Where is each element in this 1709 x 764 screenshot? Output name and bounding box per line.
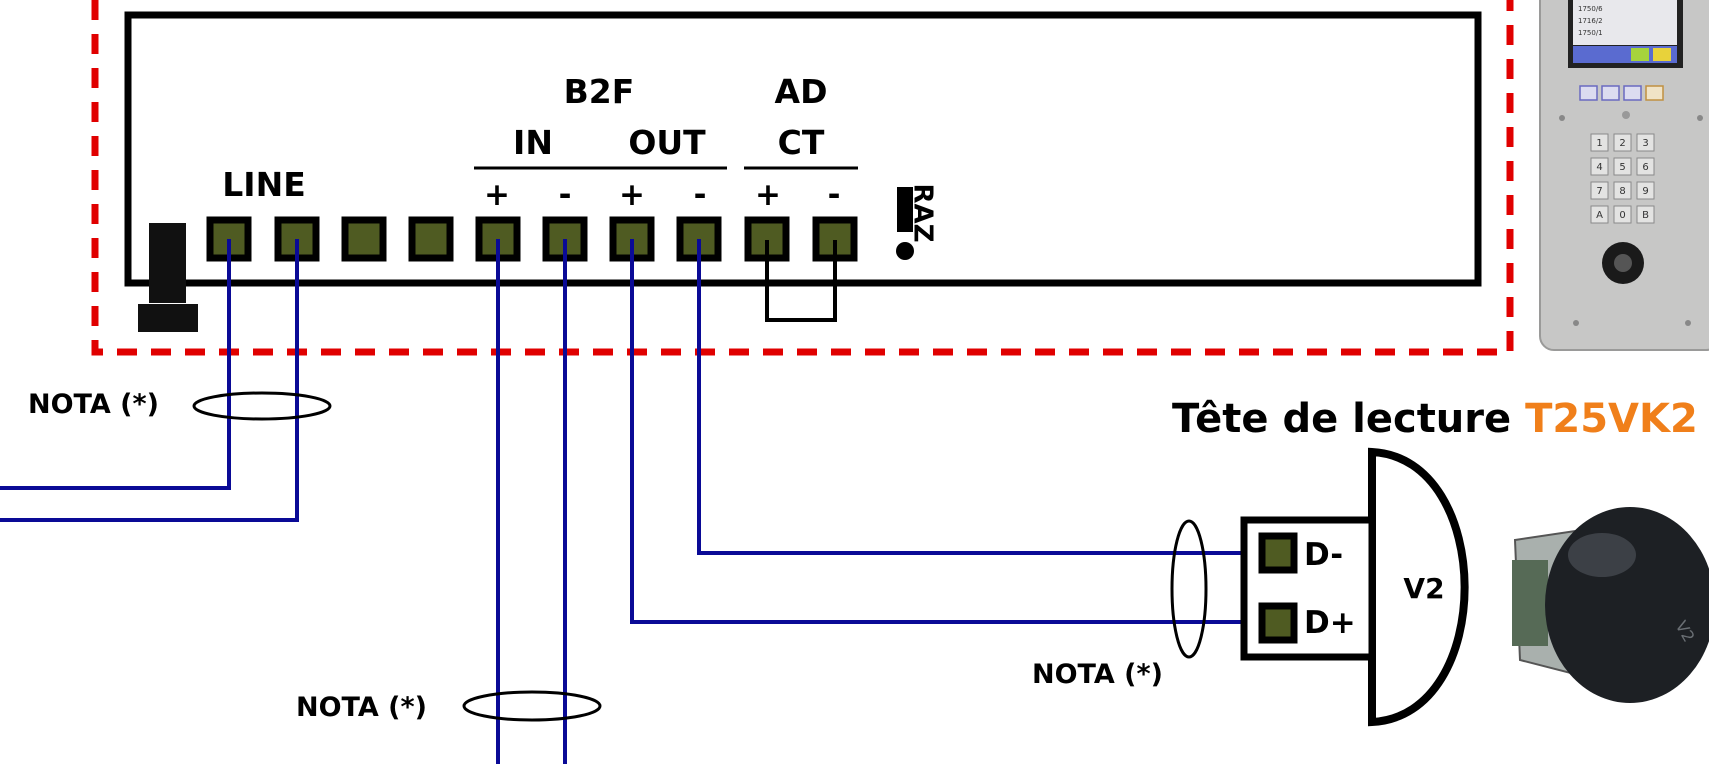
panel-speaker-icon [1622, 111, 1630, 119]
panel-nav-key-2 [1601, 85, 1620, 101]
panel-key-3-label: 3 [1642, 138, 1648, 149]
panel-key-9 [1636, 181, 1655, 200]
panel-nav-key-4 [1645, 85, 1664, 101]
b2f-out-plus: + [619, 177, 645, 213]
panel-key-8 [1613, 181, 1632, 200]
intercom-panel: 1750/6 1716/2 1750/1 1 2 3 4 5 6 7 [1539, 0, 1709, 351]
out-label: OUT [628, 123, 706, 162]
wire-b2f-out-minus-to-dminus [697, 239, 1276, 555]
panel-screw-top-right [1697, 115, 1703, 121]
panel-key-6-label: 6 [1642, 162, 1648, 173]
panel-key-a-label: A [1596, 210, 1603, 221]
panel-key-5-label: 5 [1619, 162, 1625, 173]
panel-screw-bottom-right [1685, 320, 1691, 326]
panel-softkey-yellow [1653, 48, 1671, 61]
nota-b2f-label: NOTA (*) [296, 692, 427, 723]
b2f-in-plus: + [484, 177, 510, 213]
adct-plus: + [755, 177, 781, 213]
panel-screen [1573, 0, 1677, 45]
panel-key-1-label: 1 [1596, 138, 1602, 149]
panel-nav-key-3 [1623, 85, 1642, 101]
wire-line-1 [0, 239, 231, 490]
wires [0, 239, 1276, 764]
panel-key-b-label: B [1642, 210, 1649, 221]
reader-symbol: D- D+ V2 [1240, 447, 1469, 727]
panel-key-7 [1590, 181, 1609, 200]
panel-screw-bottom-left [1573, 320, 1579, 326]
panel-keypad: 1 2 3 4 5 6 7 8 9 A 0 B [1590, 133, 1655, 224]
panel-key-9-label: 9 [1642, 186, 1648, 197]
panel-key-6 [1636, 157, 1655, 176]
terminal-spare-2 [408, 216, 454, 262]
reader-pair-loop [1170, 519, 1208, 659]
adct-minus: - [828, 177, 841, 213]
panel-key-1 [1590, 133, 1609, 152]
panel-key-b [1636, 205, 1655, 224]
reader-dome [1368, 447, 1469, 727]
line-label: LINE [222, 165, 305, 204]
reader-title: Tête de lecture T25VK2 [1172, 396, 1698, 442]
reader-pin-dminus-label: D- [1304, 537, 1343, 573]
panel-key-0 [1613, 205, 1632, 224]
panel-screen-row-2: 1716/2 [1578, 17, 1603, 25]
b2f-in-minus: - [559, 177, 572, 213]
reader-photo-highlight [1568, 533, 1636, 577]
panel-screen-row-3: 1750/1 [1578, 29, 1603, 37]
reader-photo-dome [1545, 507, 1709, 703]
in-label: IN [513, 123, 553, 162]
nota-line-label: NOTA (*) [28, 389, 159, 420]
panel-key-7-label: 7 [1596, 186, 1602, 197]
reader-body-label: V2 [1403, 572, 1444, 605]
panel-key-4 [1590, 157, 1609, 176]
panel-screen-row-1: 1750/6 [1578, 5, 1603, 13]
dashed-boundary [91, 0, 1514, 356]
panel-key-2-label: 2 [1619, 138, 1625, 149]
panel-key-5 [1613, 157, 1632, 176]
panel-nav-key-1 [1579, 85, 1598, 101]
b2f-pair-loop [462, 690, 602, 722]
panel-key-2 [1613, 133, 1632, 152]
panel-screw-top-left [1559, 115, 1565, 121]
line-pair-loop [192, 391, 332, 421]
adct-label-line1: AD [775, 72, 828, 111]
adct-jumper [765, 240, 837, 322]
b2f-out-minus: - [694, 177, 707, 213]
nota-reader-label: NOTA (*) [1032, 659, 1163, 690]
panel-camera-lens [1614, 254, 1632, 272]
raz-button-dot [896, 242, 914, 260]
reader-photo-thread [1512, 560, 1548, 646]
reader-title-model: T25VK2 [1525, 396, 1698, 442]
terminal-spare-1 [341, 216, 387, 262]
panel-softkey-green [1631, 48, 1649, 61]
wire-b2f-out-plus-to-dplus [630, 239, 1276, 624]
reader-terminal-dminus [1258, 532, 1298, 574]
wire-line-2 [0, 239, 299, 522]
b2f-label: B2F [564, 72, 635, 111]
panel-key-4-label: 4 [1596, 162, 1602, 173]
adct-label-line2: CT [778, 123, 825, 162]
reader-terminal-dplus [1258, 602, 1298, 644]
reader-title-prefix: Tête de lecture [1172, 396, 1525, 442]
reader-photo: V2 [1512, 507, 1709, 703]
reader-pin-dplus-label: D+ [1304, 605, 1356, 641]
panel-key-a [1590, 205, 1609, 224]
panel-key-3 [1636, 133, 1655, 152]
panel-key-0-label: 0 [1619, 210, 1625, 221]
raz-label: RAZ [908, 184, 938, 243]
terminal-adct-plus [744, 216, 790, 262]
mounting-tab-base [138, 304, 198, 332]
panel-key-8-label: 8 [1619, 186, 1625, 197]
panel-screen-softkeys [1573, 46, 1677, 63]
mounting-tab [149, 223, 186, 303]
raz-button [897, 187, 913, 232]
